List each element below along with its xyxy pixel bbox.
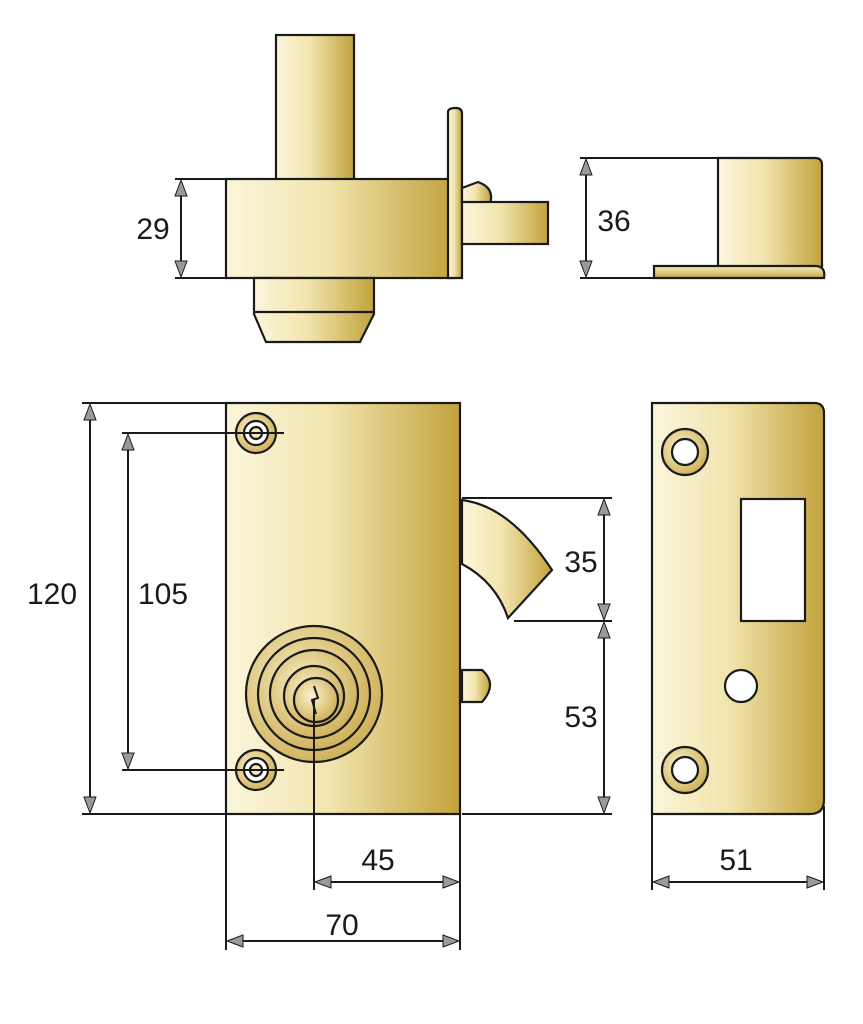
cylinder-bottom bbox=[252, 276, 376, 344]
dimension-label-45: 45 bbox=[361, 844, 394, 877]
lock-top-view bbox=[224, 33, 550, 344]
dimension-total-height: 120 bbox=[27, 402, 228, 815]
curved-deadbolt bbox=[460, 498, 554, 621]
knob-stem bbox=[274, 33, 356, 183]
dimension-bolt-to-bottom: 53 bbox=[462, 620, 612, 815]
dimension-label-70: 70 bbox=[325, 909, 358, 942]
dimension-strike-width: 51 bbox=[651, 806, 825, 890]
strike-side-body bbox=[716, 156, 824, 278]
strike-side-base bbox=[652, 264, 826, 280]
key-cylinder bbox=[244, 624, 384, 764]
latch-nub-top bbox=[460, 180, 493, 206]
dimension-label-36: 36 bbox=[597, 205, 630, 238]
lock-body-top bbox=[224, 177, 456, 280]
strike-screw-hole-top bbox=[660, 427, 710, 477]
dimension-label-105: 105 bbox=[138, 578, 188, 611]
dimension-body-width: 70 bbox=[225, 814, 461, 950]
lock-front-view bbox=[224, 401, 554, 816]
strike-latch-hole bbox=[723, 668, 759, 704]
dimension-cylinder-offset: 45 bbox=[313, 700, 461, 890]
mounting-flange bbox=[446, 106, 464, 280]
dimension-label-120: 120 bbox=[27, 578, 77, 611]
dimension-top-body-height: 29 bbox=[136, 178, 228, 279]
dimension-strike-depth: 36 bbox=[579, 157, 720, 279]
dimension-bolt-width: 35 bbox=[462, 497, 612, 622]
dimension-label-35: 35 bbox=[564, 546, 597, 579]
strike-screw-hole-bottom bbox=[660, 745, 710, 795]
strike-front-view bbox=[650, 401, 826, 816]
dimension-label-29: 29 bbox=[136, 213, 169, 246]
strike-bolt-slot bbox=[739, 497, 807, 623]
bolt-top bbox=[460, 200, 550, 246]
latch-nub-front bbox=[460, 668, 492, 704]
dimension-label-53: 53 bbox=[564, 701, 597, 734]
strike-side-view bbox=[652, 156, 826, 280]
dimension-label-51: 51 bbox=[719, 844, 752, 877]
dimension-screw-spacing: 105 bbox=[121, 432, 284, 771]
